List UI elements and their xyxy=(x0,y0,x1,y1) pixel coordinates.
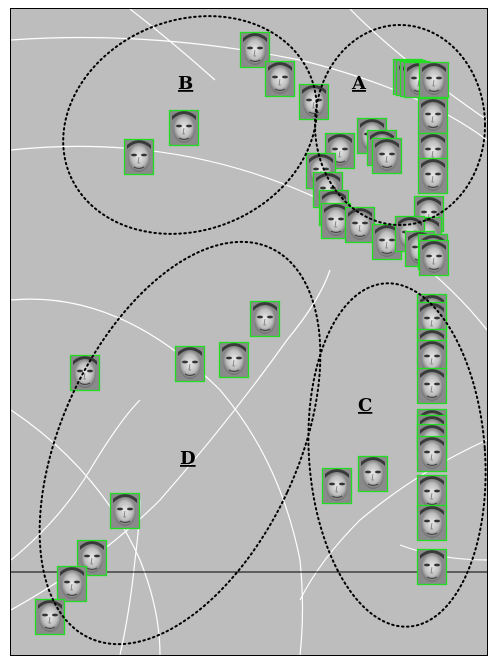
face-thumbnail xyxy=(109,492,141,530)
face-thumbnail xyxy=(371,137,403,175)
face-thumbnail xyxy=(218,341,250,379)
face-thumbnail xyxy=(416,548,448,586)
face-thumbnail xyxy=(417,157,449,195)
cluster-label-a: A xyxy=(351,73,367,94)
face-thumbnail xyxy=(168,109,200,147)
cluster-label-b: B xyxy=(178,73,193,94)
cluster-ellipse-d xyxy=(38,240,322,646)
face-thumbnail xyxy=(418,239,450,277)
face-thumbnail xyxy=(416,367,448,405)
face-thumbnail xyxy=(69,354,101,392)
face-thumbnail xyxy=(174,345,206,383)
face-thumbnail xyxy=(344,206,376,244)
face-thumbnail xyxy=(416,435,448,473)
face-thumbnails xyxy=(34,31,450,636)
face-thumbnail xyxy=(249,300,281,338)
face-thumbnail xyxy=(56,565,88,603)
face-thumbnail xyxy=(34,598,66,636)
face-thumbnail xyxy=(321,467,353,505)
cluster-ellipse-b xyxy=(62,15,318,235)
cluster-label-d: D xyxy=(180,448,196,469)
face-thumbnail xyxy=(298,83,330,121)
face-thumbnail xyxy=(357,455,389,493)
cluster-ellipse-c xyxy=(307,282,487,628)
cluster-label-c: C xyxy=(358,395,372,416)
face-thumbnail xyxy=(416,504,448,542)
face-thumbnail xyxy=(417,97,449,135)
face-thumbnail xyxy=(123,138,155,176)
contour-lines xyxy=(11,9,487,655)
face-thumbnail xyxy=(264,60,296,98)
face-thumbnail xyxy=(418,61,450,99)
